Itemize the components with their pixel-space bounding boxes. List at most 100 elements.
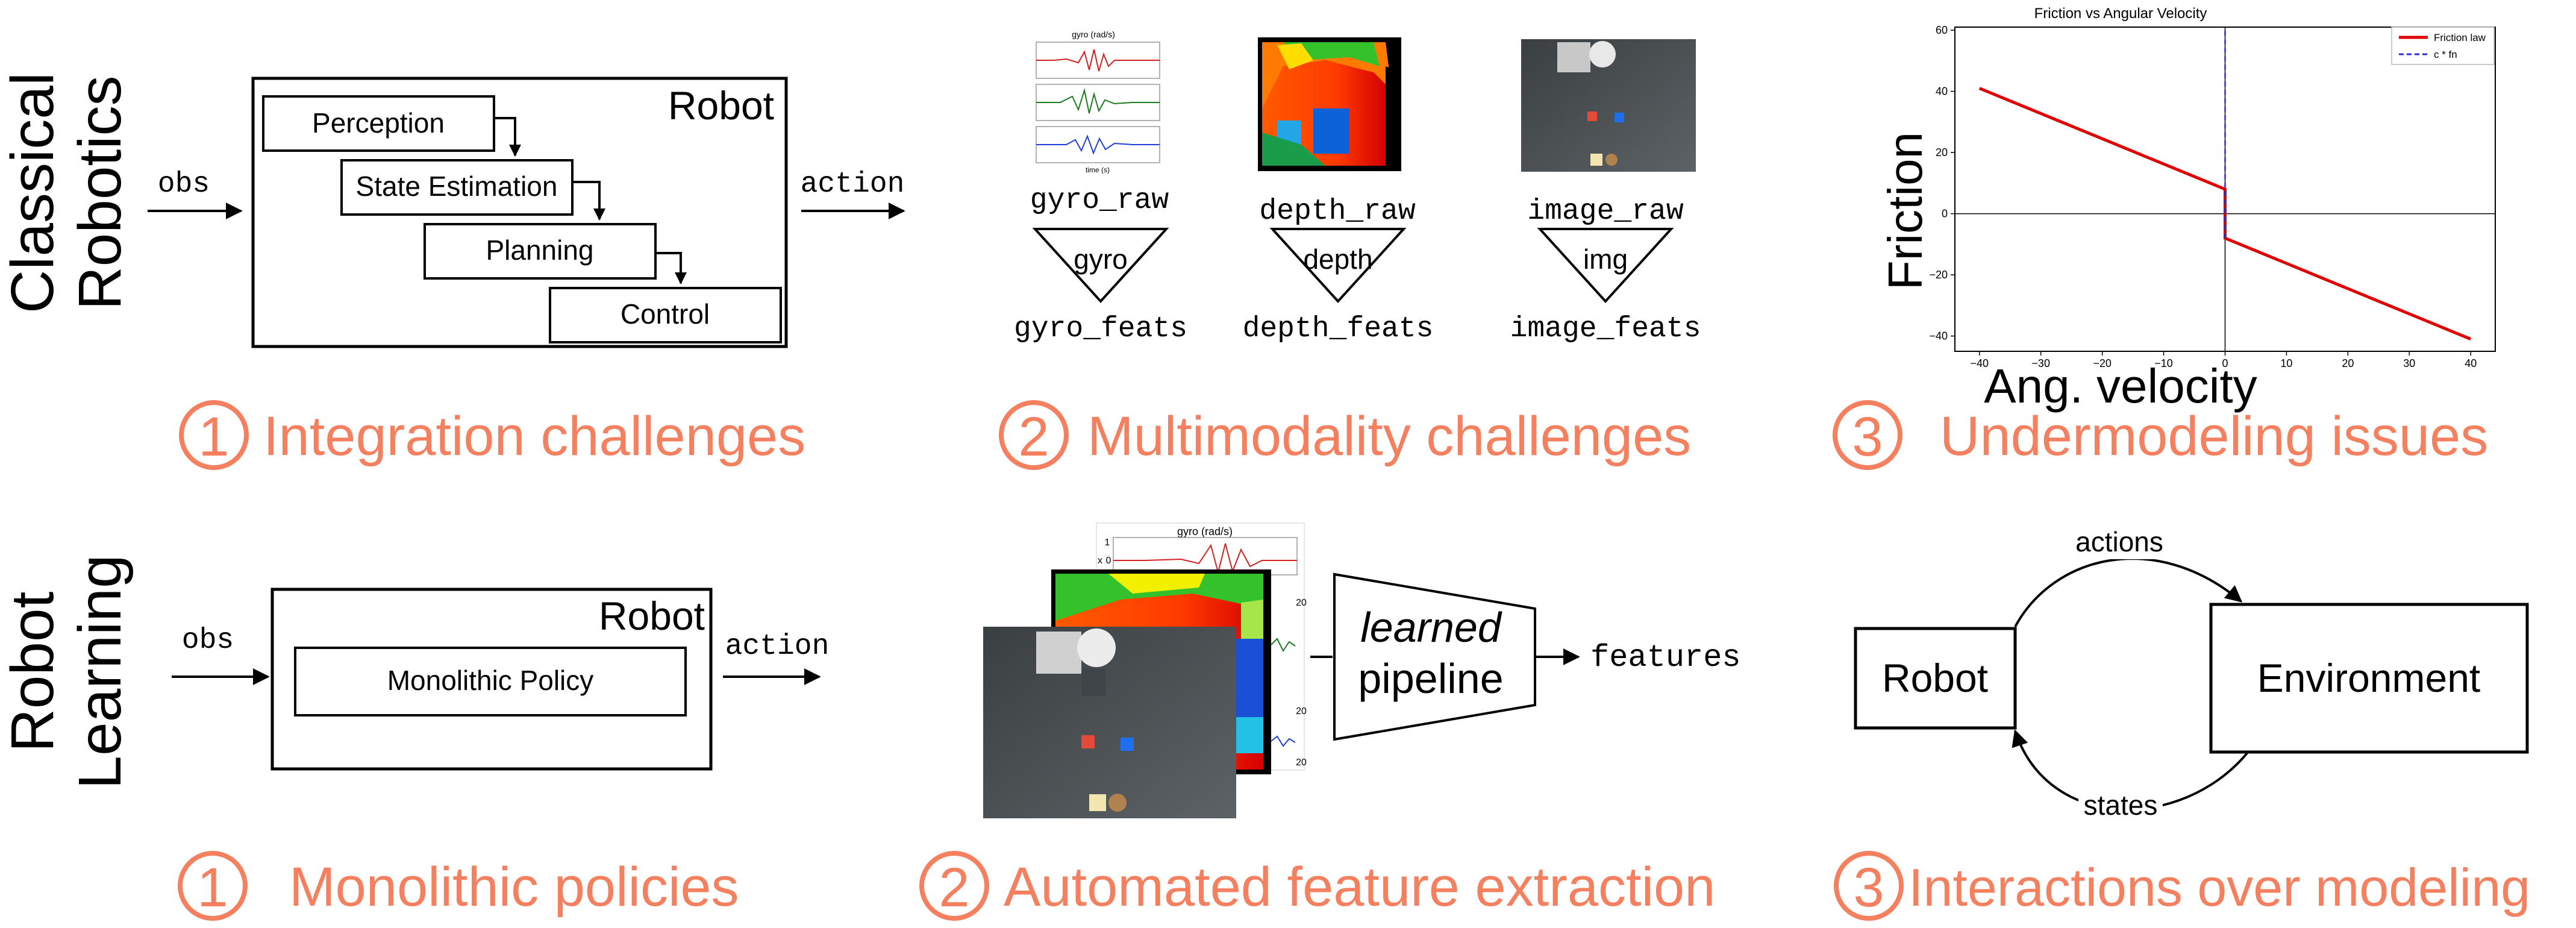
depth-block: depth [1269,228,1407,303]
gyro-raw-label: gyro_raw [1030,184,1169,217]
advantage-1-number: 1 [197,857,228,918]
gyro-raw-plot-title: gyro (rad/s) [1072,30,1115,39]
actions-arc [2014,557,2243,627]
actions-label: actions [2075,526,2163,557]
action-label-learning: action [725,630,830,663]
rgb-raw-image [1521,39,1696,172]
advantage-3-badge [1834,851,1904,921]
module-perception: Perception [262,95,495,152]
stacked-rgb-image [983,627,1236,818]
x-tick-label: 40 [2465,357,2477,369]
pipeline-word1: learned [1360,604,1502,651]
loop-robot-label: Robot [1882,656,1988,700]
advantage-3: 3 Interactions over modeling [1834,851,2530,921]
x-tick-label: 20 [2342,357,2354,369]
img-block-label: img [1583,243,1628,275]
img-block: img [1537,228,1674,303]
advantage-2: 2 Automated feature extraction [919,851,1715,921]
interaction-loop: Robot Environment actions states [1854,523,2529,826]
y-tick-label: −40 [1929,330,1948,342]
module-perception-label: Perception [312,107,445,139]
chart-legend: Friction law c * fn [2391,27,2495,65]
advantage-2-text: Automated feature extraction [1004,856,1715,918]
module-state-estimation: State Estimation [340,159,574,216]
chart-ylabel: Friction [1878,132,1932,290]
obs-label-learning: obs [182,624,234,657]
row-label-learning-line1: Robot [0,591,66,752]
challenge-1: 1 Integration challenges [179,400,805,470]
depth-raw-label: depth_raw [1259,195,1415,228]
states-label: states [2084,789,2158,821]
chart-series [1978,27,2472,341]
advantage-1-badge [178,851,248,921]
x-tick-label: 10 [2280,357,2292,369]
advantage-2-number: 2 [939,857,969,918]
y-tick-label: 0 [1942,208,1948,220]
side-tick-3: 20 [1296,757,1307,768]
side-tick-2: 20 [1296,706,1307,716]
advantage-1-text: Monolithic policies [289,856,739,918]
chart-xlabel: Ang. velocity [1984,359,2257,413]
loop-robot-box [1854,627,2017,730]
challenge-1-text: Integration challenges [263,406,805,467]
friction-chart: Friction vs Angular Velocity Friction An… [1878,5,2496,413]
challenge-3-badge [1833,400,1902,470]
row-label-classical-line1: Classical [0,72,66,313]
loop-environment-box [2209,603,2529,754]
x-tick-label: 0 [2222,357,2228,369]
challenge-3-text: Undermodeling issues [1940,406,2488,467]
stacked-gyro-ytick-mid: 0 [1106,556,1111,566]
y-tick-label: 40 [1936,86,1948,98]
depth-block-label: depth [1303,243,1372,275]
row-label-classical-line2: Robotics [66,75,134,310]
module-control: Control [549,287,782,343]
monolithic-policy-box [294,647,687,716]
advantage-1: 1 Monolithic policies [178,851,739,921]
image-feats-label: image_feats [1510,313,1701,345]
module-planning: Planning [424,223,657,280]
gyro-block-label: gyro [1074,243,1127,275]
depth-feats-label: depth_feats [1243,313,1434,345]
stacked-gyro-axis-letter: x [1098,556,1102,566]
gyro-raw-plot-xlabel: time (s) [1086,166,1110,174]
features-label: features [1590,640,1741,676]
advantage-3-text: Interactions over modeling [1909,857,2530,917]
challenge-2-badge [999,400,1069,470]
challenge-3-number: 3 [1852,406,1883,468]
obs-label-classical: obs [158,168,210,201]
row-label-learning: Robot Learning [0,554,134,789]
x-tick-label: −10 [2154,357,2173,369]
row-label-classical: Classical Robotics [0,72,134,313]
chart-title: Friction vs Angular Velocity [2034,5,2207,22]
gyro-feats-label: gyro_feats [1014,313,1187,345]
stacked-gyro-ytick-top: 1 [1105,538,1110,548]
connector-arrow-3 [655,252,687,284]
y-tick-label: −20 [1929,269,1948,281]
monolithic-policy-label: Monolithic Policy [387,665,594,696]
row-label-learning-line2: Learning [66,554,134,789]
legend-label-friction-law: Friction law [2434,32,2486,43]
advantage-3-number: 3 [1853,857,1884,918]
x-tick-label: −30 [2031,357,2050,369]
connector-arrow-2 [572,181,605,221]
challenge-2-number: 2 [1018,406,1049,468]
x-tick-label: 30 [2403,357,2415,369]
legend-label-c-fn: c * fn [2434,49,2457,60]
robot-title-learning: Robot [599,594,705,638]
y-tick-label: 20 [1936,146,1948,158]
stacked-gyro-title: gyro (rad/s) [1177,525,1233,538]
y-tick-label: 60 [1936,24,1948,36]
depth-raw-image [1258,37,1401,171]
challenge-3: 3 Undermodeling issues [1833,400,2488,470]
robot-box-classical [251,77,788,348]
image-raw-label: image_raw [1527,195,1683,228]
x-tick-label: −20 [2093,357,2112,369]
module-planning-label: Planning [486,234,593,266]
gyro-block: gyro [1032,228,1169,303]
side-tick-1: 20 [1296,598,1307,608]
challenge-1-badge [179,400,249,470]
learned-pipeline-block: learned pipeline [1333,572,1536,741]
series-line-friction-law [1978,87,2472,341]
